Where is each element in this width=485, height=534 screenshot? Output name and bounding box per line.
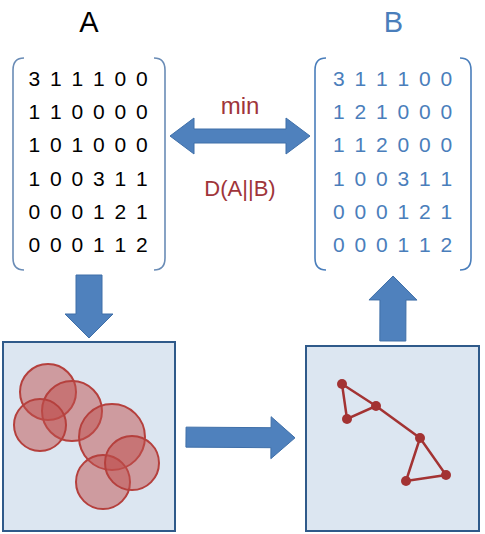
edge-label: min xyxy=(221,92,260,120)
matrix-row: 0 0 0 1 1 2 xyxy=(28,233,149,257)
graph-vertex xyxy=(342,414,352,424)
divergence-label: D(A||B) xyxy=(168,176,312,202)
matrix-row: 3 1 1 1 0 0 xyxy=(333,67,454,91)
matrix-heading-area: B xyxy=(312,0,475,44)
graph-edge xyxy=(406,438,446,481)
simplicial-complex xyxy=(342,384,446,481)
matrix-row: 0 0 0 1 2 1 xyxy=(333,200,454,224)
matrix-row: 0 0 0 1 2 1 xyxy=(28,200,149,224)
block-arrow xyxy=(170,118,310,154)
matrix-brackets xyxy=(13,58,471,270)
matrix-row: 1 1 0 0 0 0 xyxy=(28,100,149,124)
matrix-a: A 3 1 1 1 0 0 1 1 0 0 0 0 1 0 1 0 0 0 1 0 0 … xyxy=(10,0,168,272)
bracket xyxy=(13,58,24,270)
graph-vertex xyxy=(337,379,347,389)
ball xyxy=(105,436,159,490)
graph-vertex xyxy=(415,433,425,443)
ball xyxy=(20,364,76,420)
ball xyxy=(76,455,130,509)
block-arrow xyxy=(186,417,295,459)
block-arrow xyxy=(65,275,113,338)
bracket xyxy=(315,58,326,270)
complex-panel xyxy=(305,345,480,532)
graph-edge xyxy=(376,406,420,438)
matrix-name: A xyxy=(79,6,98,39)
bracket xyxy=(154,58,165,270)
matrix-row: 1 0 0 3 1 1 xyxy=(333,167,454,191)
matrix-body: 3 1 1 1 0 0 1 2 1 0 0 0 1 1 2 0 0 0 1 0 0 3… xyxy=(312,62,475,262)
matrix-row: 3 1 1 1 0 0 xyxy=(28,67,149,91)
matrix-row: 1 0 1 0 0 0 xyxy=(28,133,149,157)
matrix-row: 1 2 1 0 0 0 xyxy=(333,100,454,124)
graph-vertices xyxy=(337,379,451,486)
matrix-name: B xyxy=(384,6,403,39)
cover-panel xyxy=(2,341,176,532)
graph-vertex xyxy=(401,476,411,486)
ball xyxy=(42,381,102,441)
graph-edge xyxy=(342,384,376,419)
graph-vertex xyxy=(441,470,451,480)
ball xyxy=(14,399,66,451)
bracket xyxy=(460,58,471,270)
matrix-body: 3 1 1 1 0 0 1 1 0 0 0 0 1 0 1 0 0 0 1 0 0 3… xyxy=(10,62,168,262)
block-arrow xyxy=(369,276,417,341)
matrix-row: 0 0 0 1 1 2 xyxy=(333,233,454,257)
matrix-row: 1 1 2 0 0 0 xyxy=(333,133,454,157)
graph-vertex xyxy=(371,401,381,411)
circle-cover xyxy=(14,364,159,509)
matrix-b: B 3 1 1 1 0 0 1 2 1 0 0 0 1 1 2 0 0 0 1 0 0 … xyxy=(312,0,475,272)
ball xyxy=(79,404,145,470)
matrix-heading-area: A xyxy=(10,0,168,44)
matrix-row: 1 0 0 3 1 1 xyxy=(28,167,149,191)
